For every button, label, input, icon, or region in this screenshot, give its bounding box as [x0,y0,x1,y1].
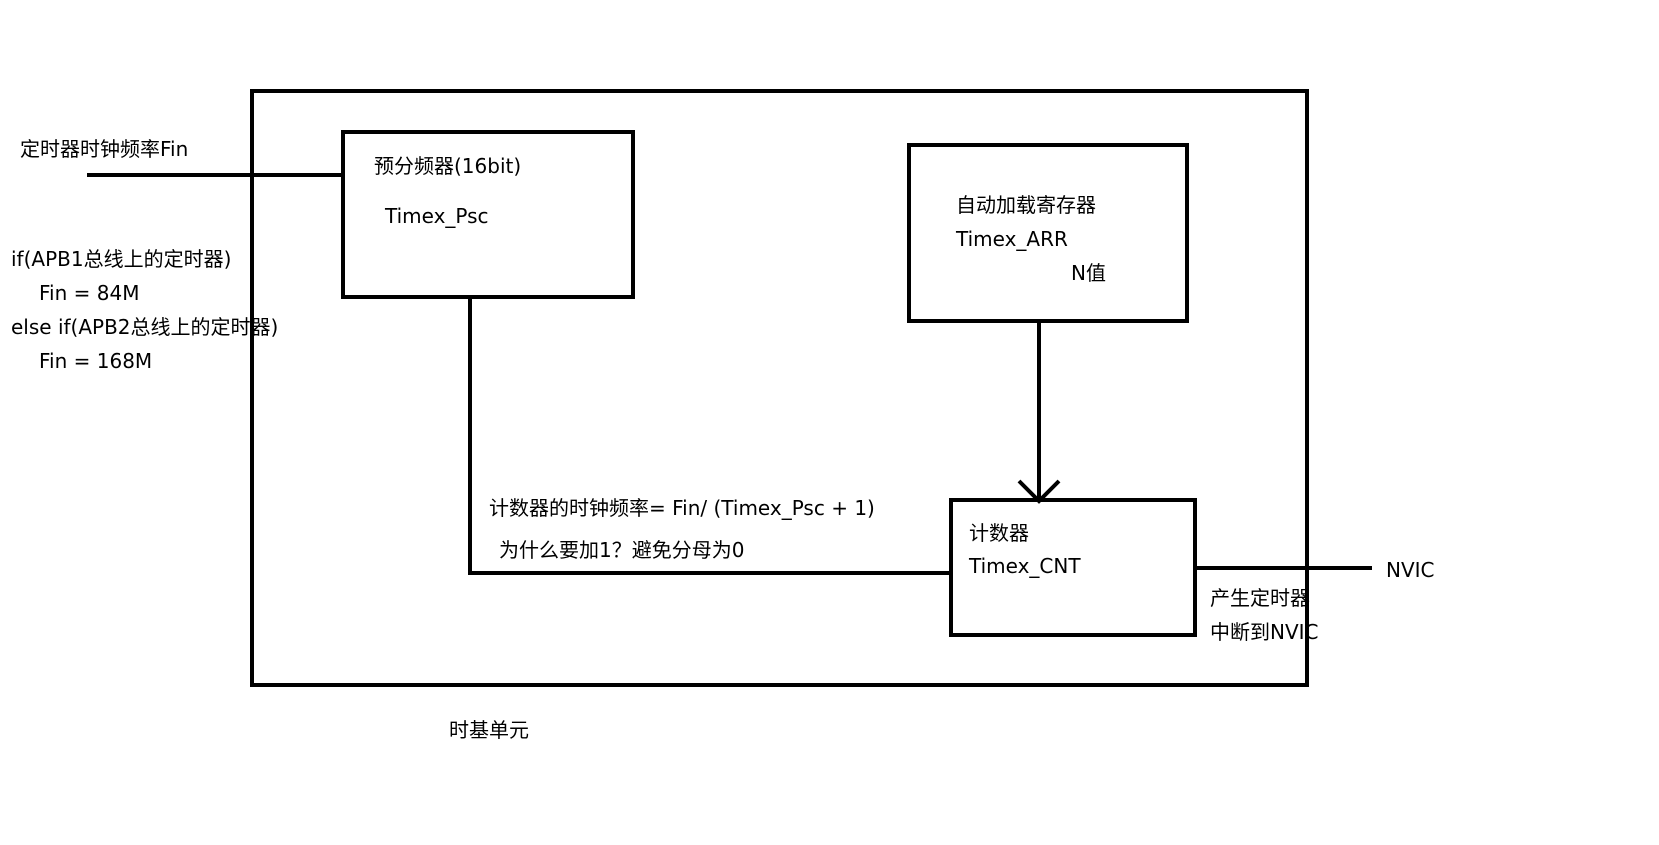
formula-note: 为什么要加1？避免分母为0 [499,538,745,562]
input-clock-label: 定时器时钟频率Fin [20,137,189,161]
condition-apb2-value: Fin = 168M [39,349,153,373]
formula-text: 计数器的时钟频率= Fin/ (Timex_Psc + 1) [489,496,875,520]
autoreload-box [907,143,1189,323]
prescaler-to-counter-line [468,571,951,575]
autoreload-value: N值 [1071,261,1106,285]
time-base-unit-label: 时基单元 [449,718,529,742]
arr-to-counter-line [1037,321,1041,500]
nvic-label: NVIC [1386,558,1435,582]
time-base-unit-box [250,89,1309,687]
interrupt-desc-line1: 产生定时器 [1210,586,1310,610]
counter-register: Timex_CNT [969,554,1081,578]
counter-to-nvic-line [1195,566,1372,570]
prescaler-box [341,130,635,299]
condition-apb1-value: Fin = 84M [39,281,140,305]
condition-apb2: else if(APB2总线上的定时器) [11,315,279,339]
condition-apb1: if(APB1总线上的定时器) [11,247,232,271]
counter-title: 计数器 [969,521,1029,545]
prescaler-register: Timex_Psc [385,204,489,228]
prescaler-title: 预分频器(16bit) [374,154,522,178]
autoreload-title: 自动加载寄存器 [956,193,1096,217]
input-line [87,173,343,177]
autoreload-register: Timex_ARR [956,227,1068,251]
arrow-head-icon [1017,479,1061,504]
interrupt-desc-line2: 中断到NVIC [1210,620,1319,644]
prescaler-down-line [468,297,472,575]
